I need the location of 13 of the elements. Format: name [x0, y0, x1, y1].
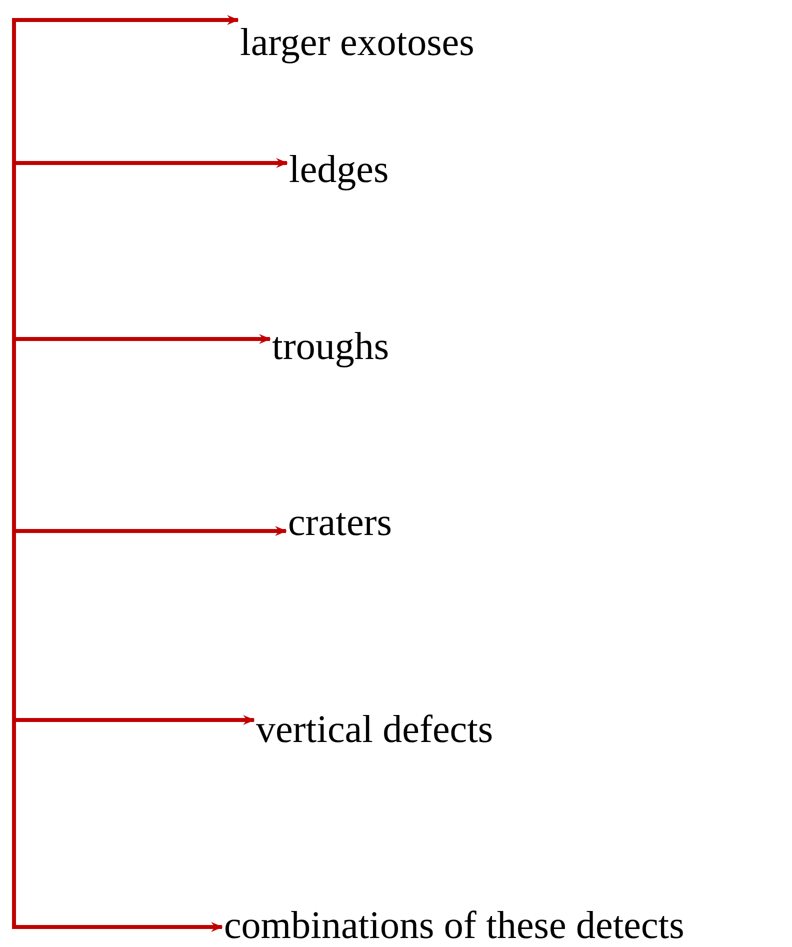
arrow — [14, 158, 288, 168]
arrow — [14, 334, 271, 344]
item-label: craters — [288, 501, 392, 545]
item-label: ledges — [289, 148, 389, 192]
arrow — [14, 715, 255, 725]
arrow — [14, 922, 223, 932]
arrow — [14, 15, 239, 25]
item-label: larger exotoses — [240, 21, 474, 65]
bracket-line — [12, 18, 16, 929]
item-label: troughs — [272, 325, 389, 369]
item-label: combinations of these detects — [224, 904, 684, 947]
arrow — [14, 526, 287, 536]
item-label: vertical defects — [256, 708, 494, 752]
